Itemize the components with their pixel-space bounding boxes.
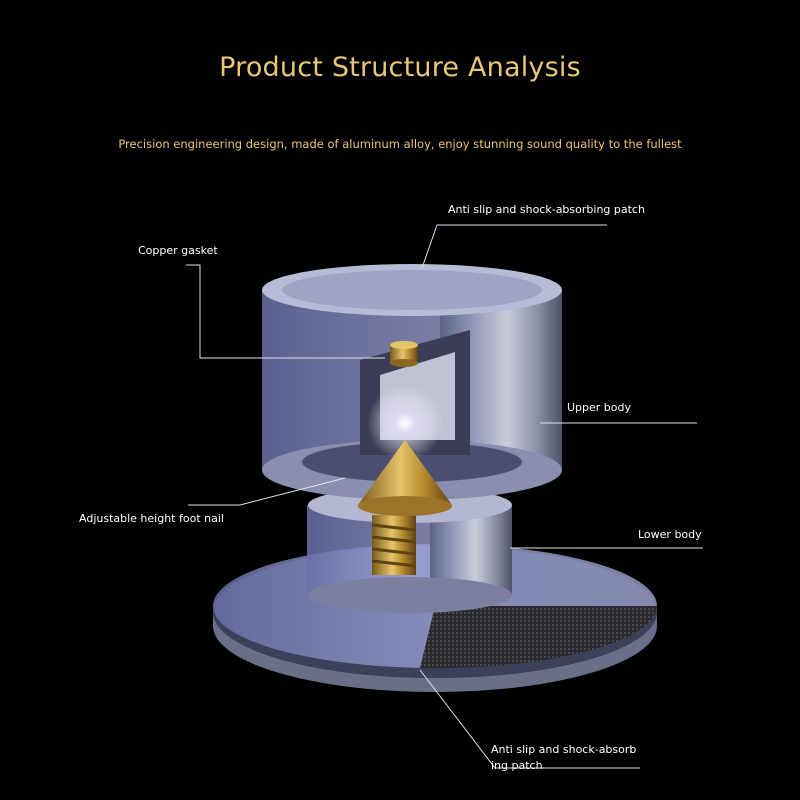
label-upper-body: Upper body <box>567 401 632 414</box>
leader-lines <box>186 224 703 769</box>
light-flare <box>367 385 443 461</box>
cone-foot-nail <box>358 440 452 514</box>
bottom-anti-slip-patch <box>420 606 658 669</box>
label-lower-body: Lower body <box>638 528 702 541</box>
label-foot-nail: Adjustable height foot nail <box>79 512 224 525</box>
copper-gasket <box>390 341 418 367</box>
lower-body-shape <box>307 487 512 613</box>
page-subtitle: Precision engineering design, made of al… <box>118 137 682 151</box>
label-copper-gasket: Copper gasket <box>138 244 218 257</box>
label-anti-slip-top: Anti slip and shock-absorbing patch <box>448 203 645 216</box>
thread-screw <box>371 515 417 575</box>
page-title: Product Structure Analysis <box>219 52 581 83</box>
upper-body-shape <box>262 264 562 516</box>
label-anti-slip-bottom: Anti slip and shock-absorb ing patch <box>491 743 637 772</box>
